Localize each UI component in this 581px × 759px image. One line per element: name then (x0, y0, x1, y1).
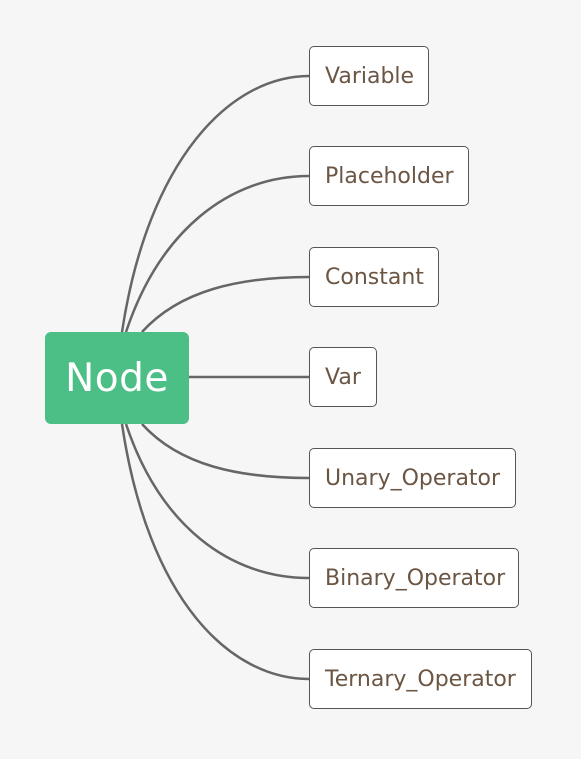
child-node-variable[interactable]: Variable (309, 46, 429, 106)
child-node-label: Variable (325, 63, 415, 89)
edge-variable (120, 74, 310, 333)
child-node-label: Placeholder (325, 163, 454, 189)
edge-binary-operator (124, 423, 310, 580)
root-node[interactable]: Node (45, 332, 189, 424)
root-node-label: Node (65, 355, 169, 401)
child-node-var[interactable]: Var (309, 347, 377, 407)
child-node-label: Unary_Operator (325, 465, 501, 491)
child-node-placeholder[interactable]: Placeholder (309, 146, 469, 206)
child-node-label: Ternary_Operator (325, 666, 516, 692)
child-node-constant[interactable]: Constant (309, 247, 439, 307)
edge-unary-operator (141, 423, 310, 480)
child-node-unary-operator[interactable]: Unary_Operator (309, 448, 516, 508)
child-node-label: Var (325, 364, 361, 390)
child-node-label: Constant (325, 264, 424, 290)
edge-placeholder (124, 174, 310, 333)
child-node-ternary-operator[interactable]: Ternary_Operator (309, 649, 532, 709)
child-node-binary-operator[interactable]: Binary_Operator (309, 548, 519, 608)
child-node-label: Binary_Operator (325, 565, 506, 591)
edge-constant (141, 275, 310, 333)
edge-ternary-operator (120, 423, 310, 681)
